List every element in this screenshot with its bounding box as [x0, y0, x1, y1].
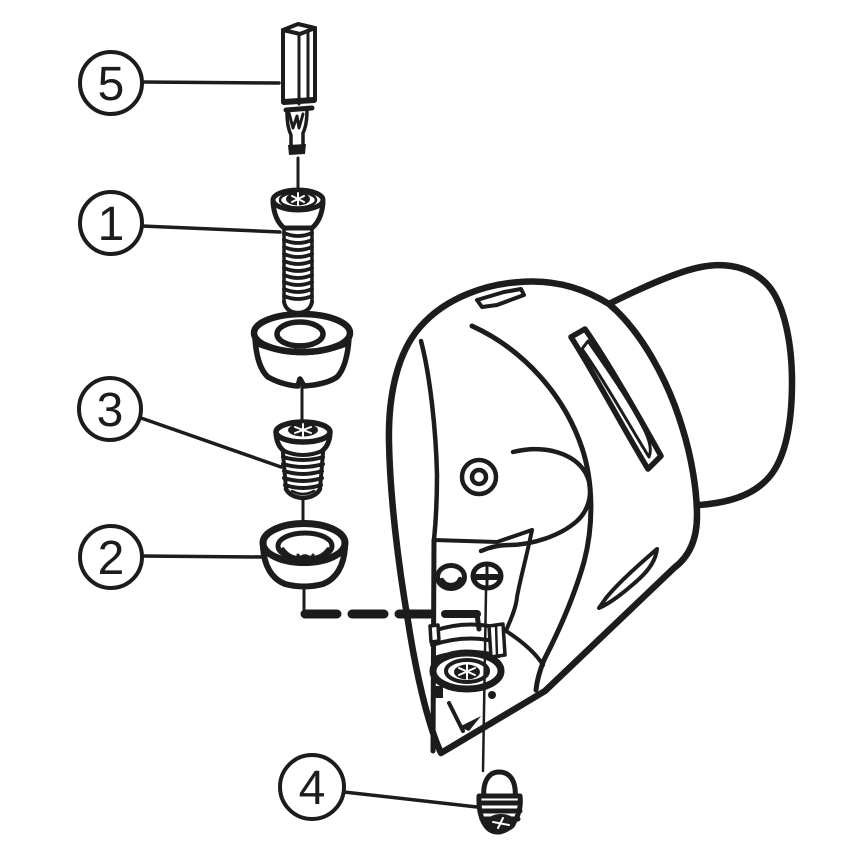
clamp-left-tab [428, 623, 441, 644]
bit-tip-flutes [287, 111, 305, 130]
ring-opening-arcs [281, 547, 330, 560]
clamp-right-tab-line [494, 623, 499, 658]
callout-circle-5 [78, 50, 144, 116]
clampscrew-bottom-hint [290, 489, 316, 496]
part-5-torx-bit [281, 22, 317, 190]
mounted-insert-torx-slits [458, 663, 476, 680]
top-edge-notch [475, 287, 526, 309]
coolant-hole-left-shadow [439, 576, 463, 588]
part-2-clamping-ring [259, 520, 349, 615]
insert-hole-bottom [278, 336, 323, 347]
clampscrew-underflange [282, 449, 324, 457]
leader-line-1 [140, 224, 282, 234]
leader-line-2 [140, 554, 264, 559]
pocket-top-edge [432, 528, 534, 544]
side-hole-center [469, 467, 489, 487]
clamp-top-band-drop [474, 611, 482, 632]
pocket-mark-dot [488, 691, 496, 699]
callout-label-1: 1 [98, 198, 125, 251]
callout-label-5: 5 [98, 58, 125, 111]
ring-opening-notches [296, 553, 315, 566]
tool-body [385, 261, 796, 773]
leader-line-5 [140, 80, 281, 85]
screw-threads [282, 231, 314, 301]
pocket-screw-face-slits [492, 817, 510, 829]
clampscrew-bottom [283, 486, 323, 501]
pocket-flag-mark [459, 716, 481, 731]
bit-collar-band-2 [283, 105, 315, 113]
side-hole-ring [459, 457, 499, 497]
part-4-pocket-screw [476, 769, 523, 835]
callout-5: 5 [78, 50, 281, 116]
callout-3: 3 [77, 376, 283, 469]
part-3-clamp-screw [273, 419, 333, 526]
pocket-screw-axis-line [481, 589, 488, 773]
clampscrew-torx-slits [294, 423, 312, 437]
callout-circle-1 [78, 190, 144, 256]
callout-1: 1 [78, 190, 282, 256]
front-crease-line [418, 338, 440, 543]
callout-circle-4 [278, 753, 346, 821]
bit-tip-outline [285, 108, 309, 151]
callout-label-3: 3 [97, 384, 124, 437]
front-rim-curve [469, 323, 594, 693]
leader-line-3 [139, 416, 283, 469]
callout-2: 2 [78, 524, 264, 590]
pocket-mark-square [434, 686, 443, 698]
ring-bottom-arc [282, 581, 326, 590]
callout-circle-3 [77, 376, 143, 442]
bit-tip-end [288, 144, 306, 155]
bottom-edge-flap [597, 547, 659, 610]
part-round-insert [250, 310, 354, 423]
callout-label-2: 2 [98, 532, 125, 585]
mounted-insert-bottom-arc [436, 679, 499, 692]
screw-head-cup [270, 200, 326, 231]
callout-circle-2 [78, 524, 144, 590]
chip-slot-inner-face [580, 339, 652, 459]
screw-head-torx-slits [291, 192, 305, 206]
clampscrew-threads [281, 455, 325, 490]
ring-side-left [260, 544, 288, 587]
bit-collar-band-1 [281, 97, 317, 105]
bit-body-ridges [297, 29, 310, 106]
callout-label-4: 4 [299, 762, 326, 815]
insert-bottom-arc [265, 374, 340, 389]
pocket-right-edge [504, 528, 545, 667]
leader-line-4 [342, 790, 479, 809]
ring-side-right [320, 544, 348, 587]
bit-body-edges [281, 26, 317, 104]
callout-4: 4 [278, 753, 479, 821]
pocket-boss-curve [478, 447, 593, 554]
insert-chamfer-arc [256, 343, 348, 356]
pocket-screw-cap [481, 769, 518, 803]
insert-pocket [428, 528, 545, 754]
